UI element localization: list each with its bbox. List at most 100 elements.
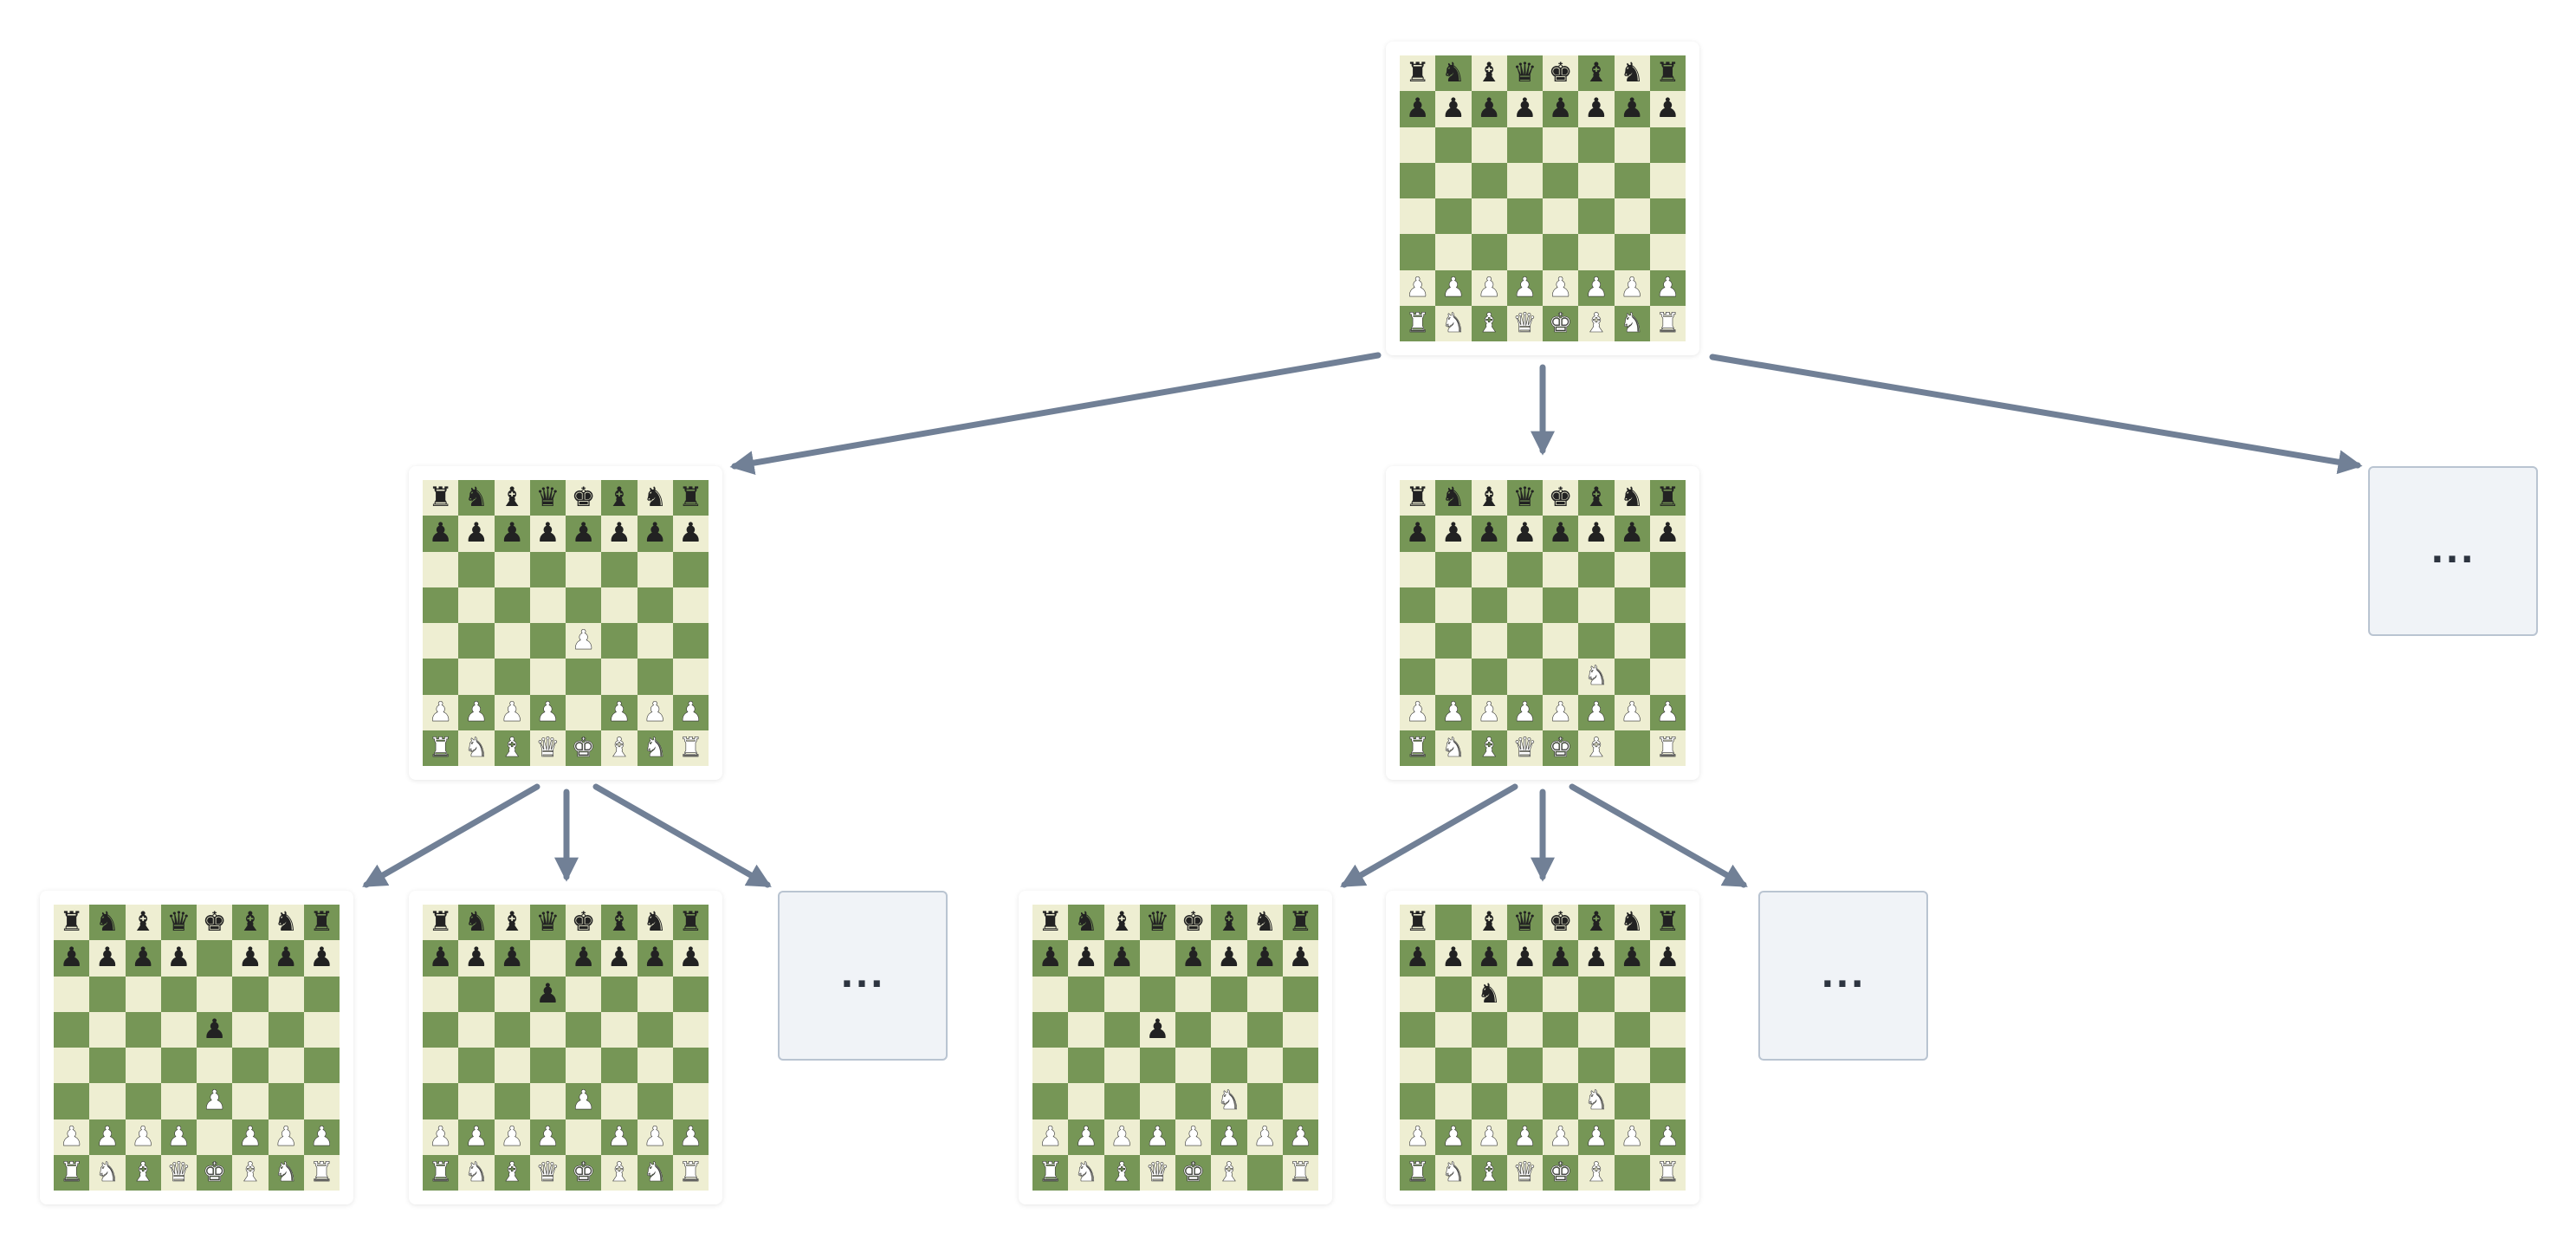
square-f6 bbox=[1578, 976, 1615, 1012]
square-b3 bbox=[1435, 234, 1472, 270]
board-node-e4-d6: ♜♞♝♛♚♝♞♜♟♟♟♟♟♟♟♟♟♟♟♟♟♟♟♟♜♞♝♛♚♝♞♜ bbox=[409, 891, 722, 1204]
black-pawn-icon: ♟ bbox=[535, 517, 560, 549]
white-knight-icon: ♞ bbox=[1440, 731, 1466, 763]
square-g2: ♟ bbox=[1614, 269, 1650, 306]
black-queen-icon: ♛ bbox=[166, 906, 191, 938]
square-g2: ♟ bbox=[1614, 1119, 1650, 1155]
white-pawn-icon: ♟ bbox=[166, 1120, 191, 1152]
square-f1: ♝ bbox=[232, 1154, 269, 1191]
square-b3 bbox=[1068, 1083, 1104, 1119]
square-b2: ♟ bbox=[458, 694, 495, 730]
square-d3 bbox=[1506, 1083, 1543, 1119]
white-pawn-icon: ♟ bbox=[1583, 696, 1608, 728]
black-rook-icon: ♜ bbox=[59, 906, 84, 938]
black-rook-icon: ♜ bbox=[309, 906, 334, 938]
square-c7: ♟ bbox=[125, 940, 161, 977]
black-pawn-icon: ♟ bbox=[1110, 942, 1135, 974]
square-e3: ♟ bbox=[197, 1083, 233, 1119]
square-h3 bbox=[1649, 234, 1686, 270]
square-d4 bbox=[1506, 623, 1543, 659]
square-c3 bbox=[1471, 1083, 1507, 1119]
square-a6 bbox=[1400, 551, 1436, 587]
square-g6 bbox=[637, 551, 673, 587]
square-a6 bbox=[1400, 127, 1436, 163]
square-f3 bbox=[601, 659, 638, 695]
square-h2: ♟ bbox=[1649, 1119, 1686, 1155]
square-a3 bbox=[1400, 659, 1436, 695]
square-b6 bbox=[89, 976, 126, 1012]
more-moves-placeholder: ... bbox=[1758, 891, 1928, 1061]
white-pawn-icon: ♟ bbox=[571, 625, 596, 657]
square-a4 bbox=[423, 1048, 459, 1084]
square-a5 bbox=[1400, 1011, 1436, 1048]
square-c7: ♟ bbox=[1471, 91, 1507, 127]
square-e6 bbox=[566, 976, 602, 1012]
white-knight-icon: ♞ bbox=[1440, 307, 1466, 339]
square-b8: ♞ bbox=[458, 905, 495, 941]
square-f3 bbox=[232, 1083, 269, 1119]
white-knight-icon: ♞ bbox=[1073, 1156, 1098, 1188]
square-e2: ♟ bbox=[1175, 1119, 1212, 1155]
square-g1: ♞ bbox=[637, 730, 673, 766]
board-node-nf3-d5: ♜♞♝♛♚♝♞♜♟♟♟♟♟♟♟♟♞♟♟♟♟♟♟♟♟♜♞♝♛♚♝♜ bbox=[1019, 891, 1332, 1204]
square-f6 bbox=[1578, 127, 1615, 163]
black-pawn-icon: ♟ bbox=[166, 942, 191, 974]
square-f4 bbox=[1211, 1048, 1247, 1084]
square-e4 bbox=[1543, 1048, 1579, 1084]
square-e1: ♚ bbox=[566, 730, 602, 766]
white-rook-icon: ♜ bbox=[428, 1156, 453, 1188]
white-pawn-icon: ♟ bbox=[1548, 271, 1573, 303]
square-b4 bbox=[1435, 623, 1472, 659]
edge-e4-to-more-2 bbox=[592, 783, 772, 888]
square-h5 bbox=[1649, 1011, 1686, 1048]
square-a1: ♜ bbox=[1400, 1154, 1436, 1191]
square-e6 bbox=[1543, 976, 1579, 1012]
square-d7 bbox=[529, 940, 566, 977]
square-e3 bbox=[1543, 1083, 1579, 1119]
square-c6 bbox=[494, 551, 530, 587]
white-knight-icon: ♞ bbox=[1583, 660, 1608, 692]
white-pawn-icon: ♟ bbox=[535, 696, 560, 728]
square-c2: ♟ bbox=[1104, 1119, 1140, 1155]
square-c8: ♝ bbox=[1471, 55, 1507, 92]
square-c1: ♝ bbox=[494, 1154, 530, 1191]
black-king-icon: ♚ bbox=[1181, 906, 1206, 938]
black-king-icon: ♚ bbox=[202, 906, 227, 938]
square-e8: ♚ bbox=[197, 905, 233, 941]
white-pawn-icon: ♟ bbox=[1477, 696, 1502, 728]
square-h3 bbox=[303, 1083, 340, 1119]
white-pawn-icon: ♟ bbox=[1620, 1120, 1645, 1152]
square-c7: ♟ bbox=[494, 516, 530, 552]
white-king-icon: ♚ bbox=[202, 1156, 227, 1188]
white-knight-icon: ♞ bbox=[1620, 307, 1645, 339]
black-bishop-icon: ♝ bbox=[606, 482, 631, 514]
square-h2: ♟ bbox=[1649, 269, 1686, 306]
white-pawn-icon: ♟ bbox=[1288, 1120, 1313, 1152]
square-e4 bbox=[1543, 198, 1579, 235]
square-f1: ♝ bbox=[1578, 305, 1615, 341]
square-h4 bbox=[303, 1048, 340, 1084]
square-e1: ♚ bbox=[1543, 730, 1579, 766]
square-f2: ♟ bbox=[1578, 694, 1615, 730]
black-knight-icon: ♞ bbox=[463, 906, 489, 938]
square-c4 bbox=[1471, 198, 1507, 235]
black-knight-icon: ♞ bbox=[643, 906, 668, 938]
white-bishop-icon: ♝ bbox=[1477, 307, 1502, 339]
white-rook-icon: ♜ bbox=[1655, 731, 1680, 763]
square-b3 bbox=[458, 1083, 495, 1119]
square-f3: ♞ bbox=[1578, 659, 1615, 695]
square-c7: ♟ bbox=[1471, 516, 1507, 552]
square-d5 bbox=[529, 1011, 566, 1048]
edge-root-to-more-1 bbox=[1709, 354, 2363, 475]
square-c4 bbox=[1104, 1048, 1140, 1084]
black-pawn-icon: ♟ bbox=[1548, 942, 1573, 974]
white-rook-icon: ♜ bbox=[428, 731, 453, 763]
square-a2: ♟ bbox=[54, 1119, 90, 1155]
white-rook-icon: ♜ bbox=[1405, 307, 1430, 339]
black-pawn-icon: ♟ bbox=[1252, 942, 1278, 974]
square-b8 bbox=[1435, 905, 1472, 941]
square-g4 bbox=[268, 1048, 304, 1084]
black-pawn-icon: ♟ bbox=[1548, 93, 1573, 125]
white-bishop-icon: ♝ bbox=[1216, 1156, 1241, 1188]
square-e4: ♟ bbox=[566, 623, 602, 659]
